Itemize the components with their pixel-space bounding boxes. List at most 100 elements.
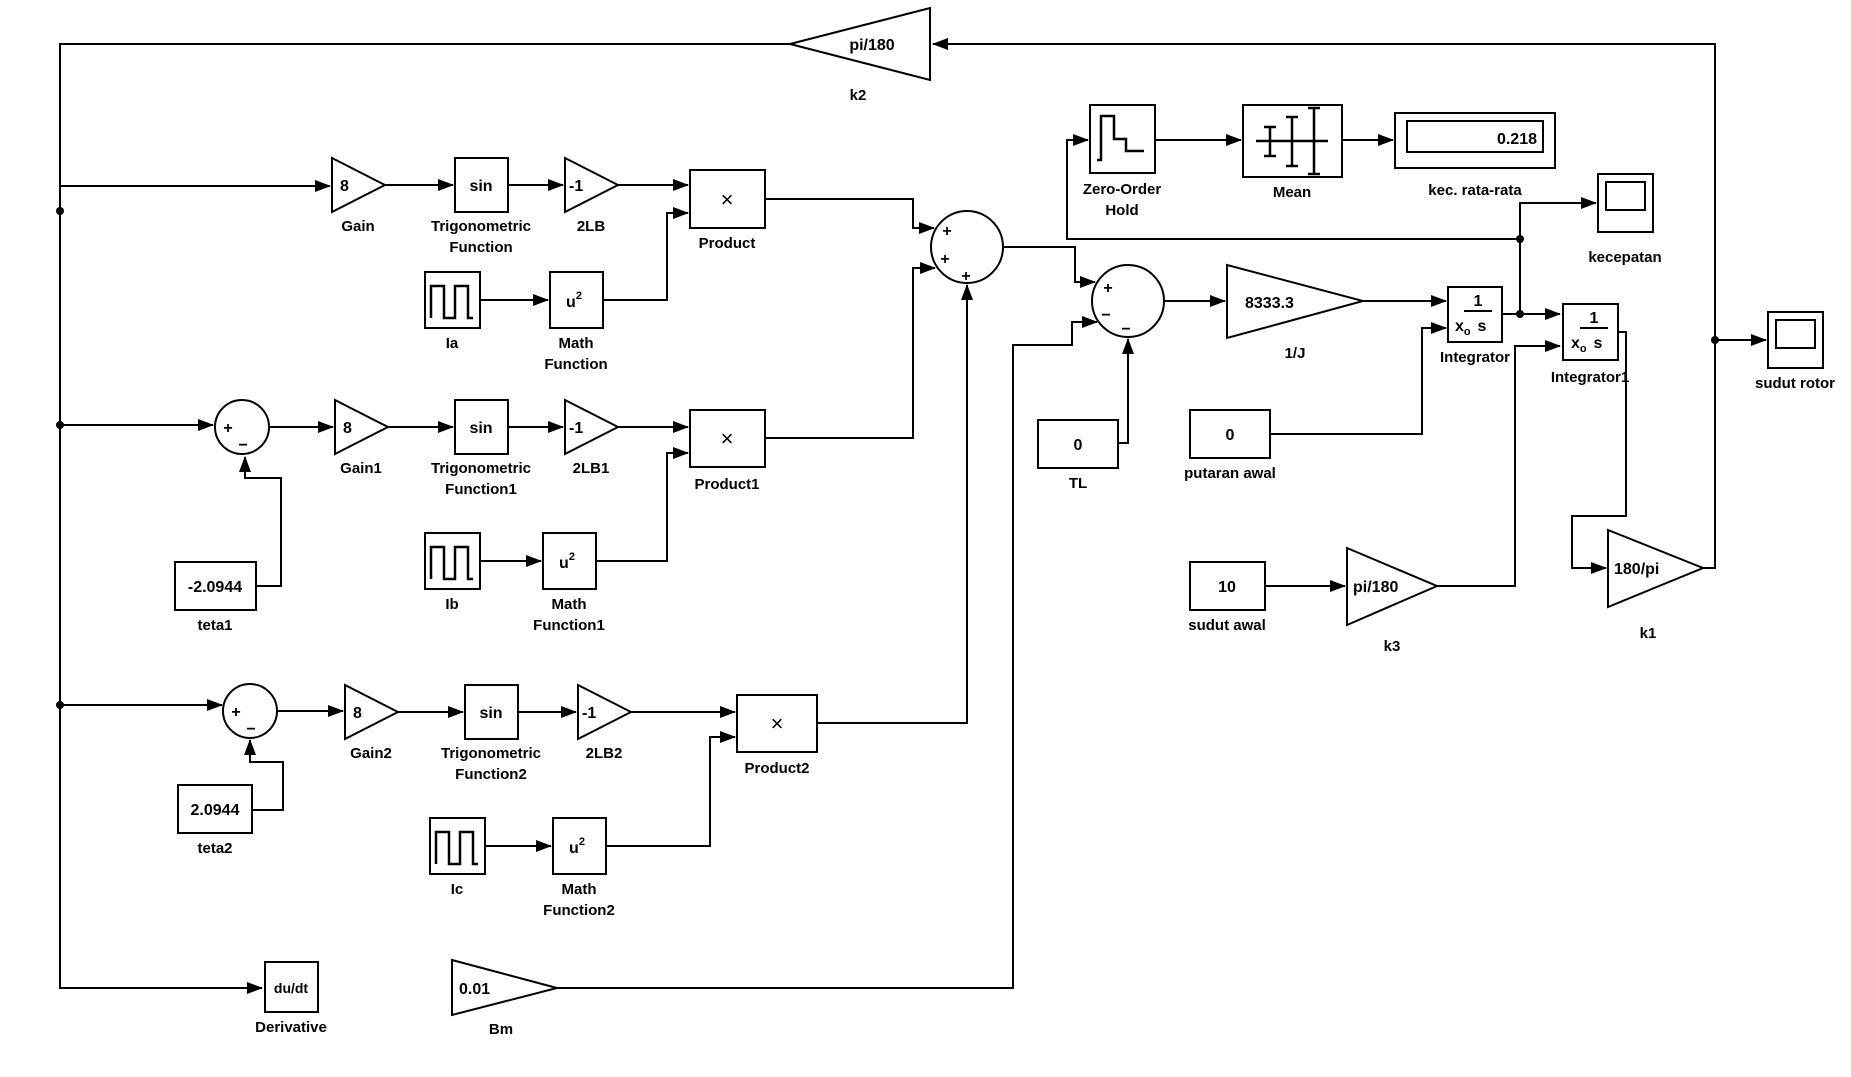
block-label: k3 [1384, 638, 1401, 655]
product2-block[interactable]: × Product2 [736, 694, 818, 777]
block-label: Product2 [744, 760, 809, 777]
gain-block-bm[interactable]: 0.01 Bm [451, 958, 561, 1038]
fraction-numerator: 1 [1474, 293, 1483, 310]
trig-function1-block[interactable]: sin Trigonometric Function1 [431, 399, 531, 498]
gain-block-gain2[interactable]: 8 Gain2 [344, 683, 401, 762]
block-value: sin [469, 178, 492, 195]
product1-block[interactable]: × Product1 [689, 409, 766, 493]
block-box [424, 271, 481, 329]
block-label: k2 [850, 87, 867, 104]
constant-block-teta2[interactable]: 2.0944 teta2 [177, 784, 253, 857]
scope-block-kecepatan[interactable]: kecepatan [1588, 173, 1662, 266]
block-label: Gain [341, 218, 374, 235]
sum-block-current[interactable]: + + + [930, 210, 1004, 285]
display-screen [1406, 120, 1544, 153]
block-label: Function [449, 239, 512, 256]
junction-dot [56, 207, 64, 215]
block-box [1189, 561, 1266, 611]
block-label: Derivative [255, 1019, 327, 1036]
constant-block-teta1[interactable]: -2.0944 teta1 [174, 561, 257, 634]
wire-product2-sum [817, 284, 973, 724]
gain-triangle [451, 958, 561, 1017]
block-label: Integrator [1440, 349, 1510, 366]
block-box [177, 784, 253, 834]
scope-block-sudut-rotor[interactable]: sudut rotor [1755, 311, 1835, 392]
block-label: Function2 [543, 902, 615, 919]
trig-function-block[interactable]: sin Trigonometric Function [431, 157, 531, 256]
sum-sign: − [1121, 321, 1130, 338]
wire-speed-zoh [1066, 134, 1520, 240]
pulse-generator-block-ic[interactable]: Ic [429, 817, 486, 898]
gain-value: 8 [343, 420, 352, 437]
sum-sign: + [961, 268, 970, 285]
block-label: Ib [445, 596, 458, 613]
block-label: Trigonometric [431, 460, 531, 477]
block-box [689, 169, 766, 229]
block-label: Ia [446, 335, 459, 352]
zero-order-hold-block[interactable]: Zero-Order Hold [1083, 104, 1162, 219]
pulse-generator-block-ib[interactable]: Ib [424, 532, 481, 613]
block-box [264, 961, 319, 1013]
gain-value: -1 [582, 705, 596, 722]
integrator1-block[interactable]: 1 xo s Integrator1 [1551, 303, 1629, 386]
math-function-block[interactable]: u2 Math Function [544, 271, 608, 373]
integrator-block[interactable]: 1 xo s Integrator [1440, 286, 1510, 366]
gain-block-k1[interactable]: 180/pi k1 [1607, 528, 1706, 642]
pulse-generator-block-ia[interactable]: Ia [424, 271, 481, 352]
wire-tl-sumtorque [1118, 338, 1134, 444]
gain-value: -1 [569, 178, 583, 195]
gain-block-gain1[interactable]: 8 Gain1 [334, 398, 391, 477]
constant-block-tl[interactable]: 0 TL [1037, 419, 1119, 492]
math-function2-block[interactable]: u2 Math Function2 [543, 817, 615, 919]
constant-block-putaran-awal[interactable]: 0 putaran awal [1184, 409, 1276, 482]
gain-block-k2[interactable]: pi/180 k2 [789, 6, 931, 104]
multiply-icon: × [721, 187, 734, 212]
block-label: 2LB [577, 218, 606, 235]
gain-triangle [789, 6, 931, 82]
gain-triangle [564, 398, 621, 456]
sum-sign: + [940, 251, 949, 268]
sum-block-c[interactable]: + − [222, 683, 278, 739]
wire-k1-k2 [932, 38, 1716, 569]
math-function1-block[interactable]: u2 Math Function1 [533, 532, 605, 634]
block-box [424, 532, 481, 590]
gain-block-2lb1[interactable]: -1 2LB1 [564, 398, 621, 477]
mean-block[interactable]: Mean [1242, 104, 1343, 201]
junction-dot [1516, 310, 1524, 318]
constant-block-sudut-awal[interactable]: 10 sudut awal [1188, 561, 1266, 634]
block-label: 2LB1 [573, 460, 610, 477]
block-label: k1 [1640, 625, 1657, 642]
wire-sum-sumtorque [1003, 246, 1096, 288]
block-box [1562, 303, 1619, 361]
block-label: Bm [489, 1021, 513, 1038]
gain-block-2lb2[interactable]: -1 2LB2 [577, 683, 634, 762]
block-label: Gain2 [350, 745, 392, 762]
wire-product-sum [765, 198, 935, 234]
block-label: sudut awal [1188, 617, 1266, 634]
gain-triangle [1607, 528, 1706, 609]
sum-sign: − [246, 721, 255, 738]
block-label: Hold [1105, 202, 1138, 219]
gain-triangle [564, 156, 621, 214]
display-block[interactable]: 0.218 kec. rata-rata [1394, 112, 1556, 199]
sum-block-b[interactable]: + − [214, 399, 270, 455]
sum-block-torque[interactable]: + − − [1091, 264, 1165, 338]
derivative-block[interactable]: du/dt Derivative [255, 961, 327, 1036]
block-box [1447, 286, 1503, 343]
multiply-icon: × [721, 426, 734, 451]
block-label: Gain1 [340, 460, 382, 477]
block-label: 1/J [1285, 345, 1306, 362]
wire-math2-product2 [606, 731, 736, 847]
sum-sign: + [1103, 280, 1112, 297]
fraction-denominator: s [1478, 318, 1487, 335]
trig-function2-block[interactable]: sin Trigonometric Function2 [441, 684, 541, 783]
gain-block-k3[interactable]: pi/180 k3 [1346, 546, 1440, 655]
block-box [454, 157, 509, 213]
gain-block-gain[interactable]: 8 Gain [331, 156, 388, 235]
gain-block-2lb[interactable]: -1 2LB [564, 156, 621, 235]
block-label: Function1 [533, 617, 605, 634]
gain-block-invj[interactable]: 8333.3 1/J [1226, 263, 1367, 362]
product-block[interactable]: × Product [689, 169, 766, 252]
gain-triangle [1346, 546, 1440, 627]
block-box [174, 561, 257, 611]
